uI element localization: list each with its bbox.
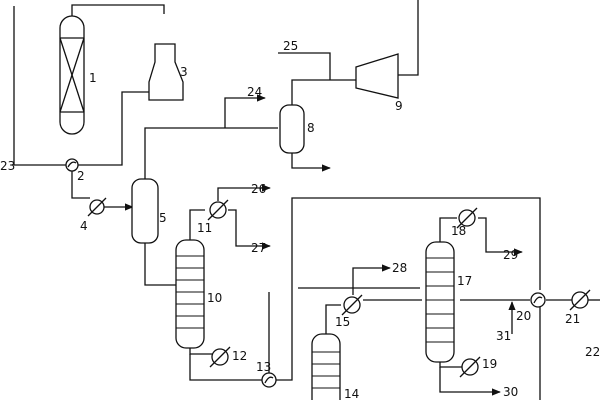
exchanger-12-icon xyxy=(209,346,231,368)
exchanger-15-icon xyxy=(341,294,363,316)
reactor-1 xyxy=(59,15,85,135)
exchanger-4-icon xyxy=(87,197,107,217)
exchanger-11-icon xyxy=(207,199,229,221)
exchanger-20-icon xyxy=(530,292,546,308)
column-10 xyxy=(175,239,205,349)
label-26: 26 xyxy=(251,182,266,196)
stream-29-line xyxy=(478,217,523,256)
label-29: 29 xyxy=(503,248,518,262)
label-28: 28 xyxy=(392,261,407,275)
stream-24-line xyxy=(224,94,266,128)
column-10-shell xyxy=(175,239,205,349)
drum-8 xyxy=(279,104,305,154)
feed-line xyxy=(13,6,66,166)
piping xyxy=(13,0,600,400)
exchanger-21-icon xyxy=(569,289,591,311)
label-8: 8 xyxy=(307,121,315,135)
column-14-shell xyxy=(311,333,341,400)
exchanger-2-icon xyxy=(65,158,79,172)
column-17-shell xyxy=(425,241,455,363)
compressor-discharge-line xyxy=(398,0,419,76)
col17-overhead-line xyxy=(439,217,457,244)
label-24: 24 xyxy=(247,85,262,99)
label-23: 23 xyxy=(0,159,15,173)
exchanger13-loop-line xyxy=(276,197,541,381)
stream-26-line xyxy=(217,184,271,201)
label-22: 22 xyxy=(585,345,600,359)
to-cooler-4-line xyxy=(71,171,90,199)
drum8-bottoms-line xyxy=(291,150,331,172)
label-21: 21 xyxy=(565,312,580,326)
label-3: 3 xyxy=(180,65,188,79)
stream-27-line xyxy=(228,209,271,250)
label-12: 12 xyxy=(232,349,247,363)
labels: 1 2 3 4 5 23 8 9 25 24 26 11 27 10 12 13… xyxy=(0,39,600,400)
label-19: 19 xyxy=(482,357,497,371)
label-9: 9 xyxy=(395,99,403,113)
label-10: 10 xyxy=(207,291,222,305)
exchanger-18-icon xyxy=(456,207,478,229)
col10-overhead-line xyxy=(189,209,205,243)
label-27: 27 xyxy=(251,241,266,255)
compressor-9 xyxy=(355,53,399,99)
drum-5 xyxy=(131,178,159,244)
col14-overhead-line xyxy=(325,304,341,338)
column-17 xyxy=(425,241,455,363)
label-5: 5 xyxy=(159,211,167,225)
label-31: 31 xyxy=(496,329,511,343)
label-15: 15 xyxy=(335,315,350,329)
drum5-overhead-line xyxy=(144,127,278,179)
label-14: 14 xyxy=(344,387,359,400)
stream-30-line xyxy=(439,367,501,396)
label-1: 1 xyxy=(89,71,97,85)
reactor-overhead-line xyxy=(71,4,165,16)
exchanger-19-icon xyxy=(459,356,481,378)
label-17: 17 xyxy=(457,274,472,288)
label-13: 13 xyxy=(256,360,271,374)
stream-25-line xyxy=(278,52,331,80)
col10-bottoms-line xyxy=(189,354,262,381)
label-30: 30 xyxy=(503,385,518,399)
exchanger-13-icon xyxy=(261,372,277,388)
label-18: 18 xyxy=(451,224,466,238)
to-compressor-line xyxy=(291,79,356,105)
label-20: 20 xyxy=(516,309,531,323)
column-14 xyxy=(311,333,341,400)
stream-28-line xyxy=(352,264,391,295)
label-4: 4 xyxy=(80,219,88,233)
heat-exchangers xyxy=(65,158,591,388)
label-11: 11 xyxy=(197,221,212,235)
label-25: 25 xyxy=(283,39,298,53)
separator-3 xyxy=(148,43,184,101)
label-2: 2 xyxy=(77,169,85,183)
drum5-bottoms-line xyxy=(144,243,176,286)
